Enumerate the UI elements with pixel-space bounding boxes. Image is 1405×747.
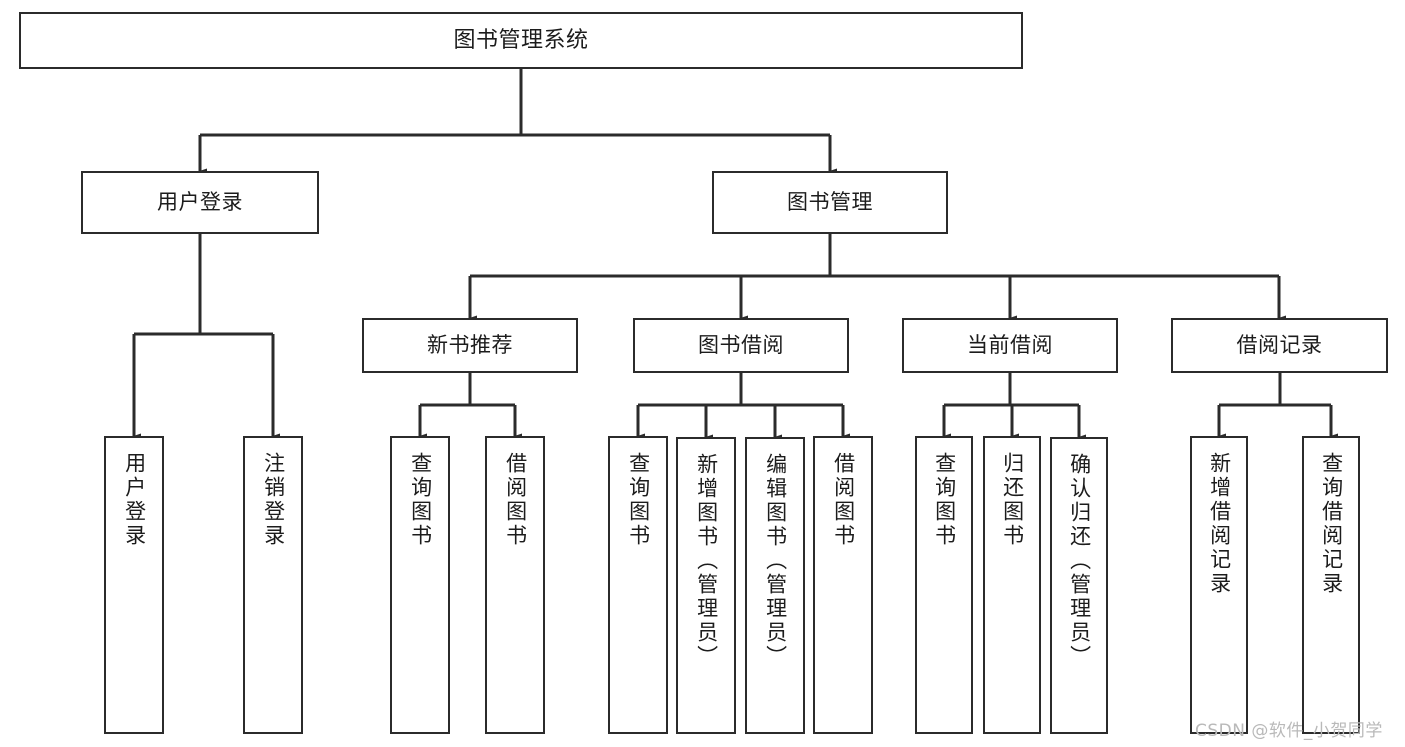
node-label: 新书推荐	[427, 333, 513, 358]
node-leaf-edit-book[interactable]: 编辑图书（管理员）	[745, 437, 805, 734]
node-label: 图书管理系统	[453, 27, 589, 53]
node-leaf-query-book-2[interactable]: 查询图书	[608, 436, 668, 734]
node-loan-record[interactable]: 借阅记录	[1171, 318, 1388, 373]
node-current-loan[interactable]: 当前借阅	[902, 318, 1118, 373]
node-label: 借阅图书	[831, 452, 856, 548]
node-leaf-add-record[interactable]: 新增借阅记录	[1190, 436, 1248, 734]
node-book-borrow[interactable]: 图书借阅	[633, 318, 849, 373]
node-leaf-borrow-book-2[interactable]: 借阅图书	[813, 436, 873, 734]
node-label: 新增图书（管理员）	[694, 453, 719, 669]
node-new-book-rec[interactable]: 新书推荐	[362, 318, 578, 373]
node-leaf-query-book-1[interactable]: 查询图书	[390, 436, 450, 734]
node-label: 查询图书	[626, 452, 651, 548]
node-leaf-user-logout[interactable]: 注销登录	[243, 436, 303, 734]
node-leaf-add-book[interactable]: 新增图书（管理员）	[676, 437, 736, 734]
node-label: 图书管理	[787, 190, 873, 215]
node-label: 查询借阅记录	[1319, 452, 1344, 596]
node-label: 用户登录	[122, 452, 147, 548]
node-book-manage[interactable]: 图书管理	[712, 171, 948, 234]
node-label: 注销登录	[261, 452, 286, 548]
node-leaf-query-book-3[interactable]: 查询图书	[915, 436, 973, 734]
node-leaf-confirm-return[interactable]: 确认归还（管理员）	[1050, 437, 1108, 734]
node-label: 查询图书	[408, 452, 433, 548]
node-label: 归还图书	[1000, 452, 1025, 548]
node-label: 编辑图书（管理员）	[763, 453, 788, 669]
node-label: 借阅图书	[503, 452, 528, 548]
node-label: 图书借阅	[698, 333, 784, 358]
node-root[interactable]: 图书管理系统	[19, 12, 1023, 69]
node-user-login[interactable]: 用户登录	[81, 171, 319, 234]
node-leaf-query-record[interactable]: 查询借阅记录	[1302, 436, 1360, 734]
node-label: 新增借阅记录	[1207, 452, 1232, 596]
node-label: 当前借阅	[967, 333, 1053, 358]
node-leaf-user-login[interactable]: 用户登录	[104, 436, 164, 734]
node-leaf-borrow-book-1[interactable]: 借阅图书	[485, 436, 545, 734]
node-label: 借阅记录	[1236, 333, 1323, 358]
node-label: 用户登录	[157, 190, 243, 215]
node-label: 查询图书	[932, 452, 957, 548]
csdn-watermark: CSDN @软件_小贺同学	[1195, 721, 1383, 741]
node-label: 确认归还（管理员）	[1067, 453, 1092, 669]
node-leaf-return-book[interactable]: 归还图书	[983, 436, 1041, 734]
